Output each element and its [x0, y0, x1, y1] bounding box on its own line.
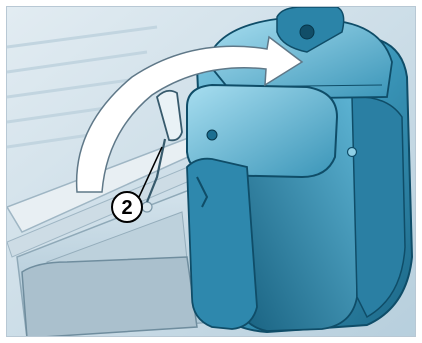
- side-screw-icon: [348, 148, 357, 157]
- seat-side-panel: [352, 97, 405, 317]
- callout-label: 2: [121, 197, 132, 219]
- anchor-bolt-icon: [142, 202, 152, 212]
- stowed-seat-illustration: 2: [6, 6, 416, 337]
- armrest-screw-icon: [207, 130, 217, 140]
- well-cushion: [22, 257, 197, 337]
- seat-lower-left: [187, 159, 257, 329]
- illustration-svg: 2: [7, 7, 416, 337]
- latch-knob-icon: [300, 25, 314, 39]
